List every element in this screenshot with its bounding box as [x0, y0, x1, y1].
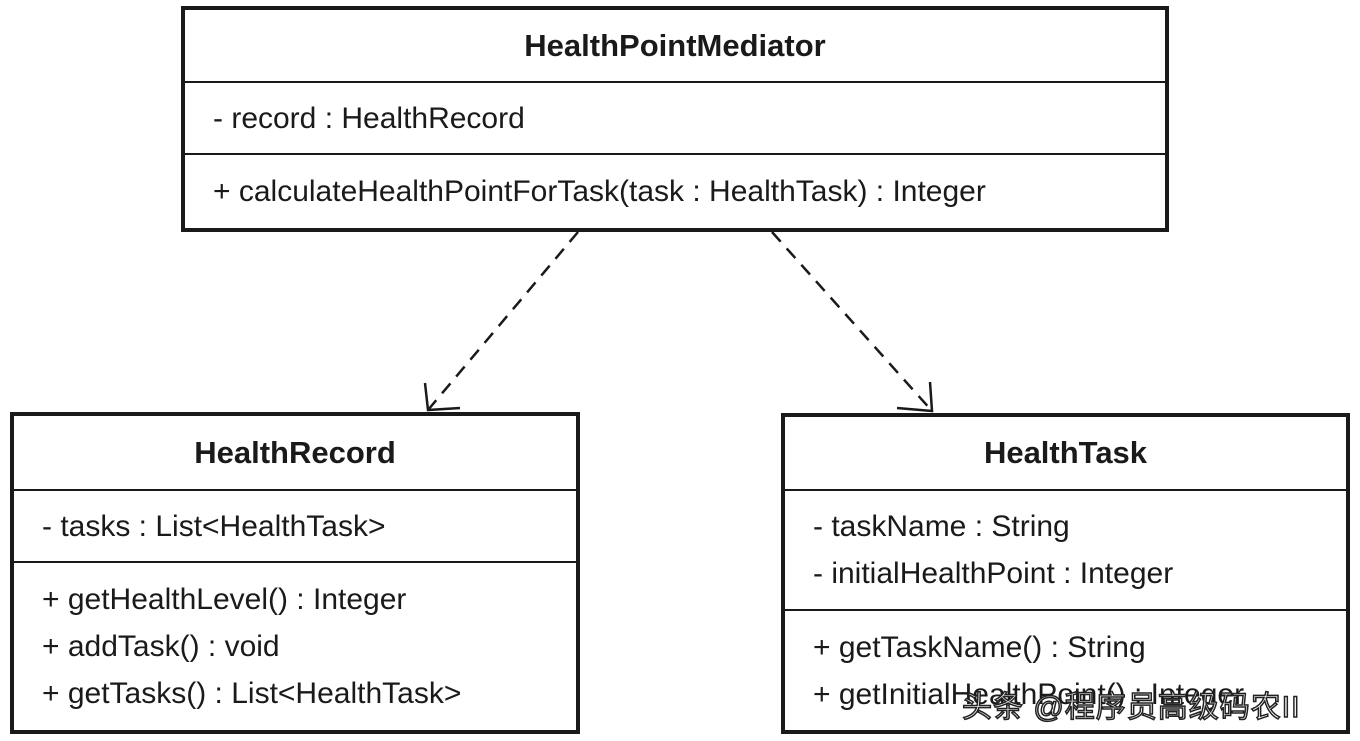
attribute: - record : HealthRecord: [213, 101, 525, 135]
class-healthtask: HealthTask - taskName : String - initial…: [781, 413, 1350, 734]
class-healthrecord: HealthRecord - tasks : List<HealthTask> …: [10, 412, 580, 734]
operations-compartment: + calculateHealthPointForTask(task : Hea…: [185, 155, 1165, 228]
arrowhead-to-record: [423, 382, 461, 412]
class-name: HealthRecord: [14, 416, 576, 491]
arrowhead-to-task: [896, 381, 934, 413]
attributes-compartment: - taskName : String - initialHealthPoint…: [785, 491, 1346, 611]
operations-compartment: + getHealthLevel() : Integer + addTask()…: [14, 563, 576, 730]
attribute: - tasks : List<HealthTask>: [42, 509, 386, 543]
operation: + getHealthLevel() : Integer: [42, 583, 407, 616]
attributes-compartment: - record : HealthRecord: [185, 83, 1165, 155]
operation: + addTask() : void: [42, 630, 280, 663]
operation: + getTaskName() : String: [813, 630, 1146, 664]
operation: + calculateHealthPointForTask(task : Hea…: [213, 175, 986, 208]
operation: + getTasks() : List<HealthTask>: [42, 677, 462, 710]
attribute: - taskName : String: [813, 510, 1070, 543]
operations-compartment: + getTaskName() : String + getInitialHea…: [785, 611, 1346, 730]
attribute: - initialHealthPoint : Integer: [813, 557, 1174, 590]
watermark: 头条 @程序员高级码农II: [961, 690, 1301, 725]
class-healthpointmediator: HealthPointMediator - record : HealthRec…: [181, 6, 1169, 232]
dependency-mediator-to-record: [427, 231, 579, 411]
attributes-compartment: - tasks : List<HealthTask>: [14, 491, 576, 563]
class-name: HealthTask: [785, 417, 1346, 491]
dependency-mediator-to-task: [771, 231, 933, 412]
class-name: HealthPointMediator: [185, 10, 1165, 83]
operation: + getInitialHealthPoint() : Integer: [813, 677, 1245, 711]
